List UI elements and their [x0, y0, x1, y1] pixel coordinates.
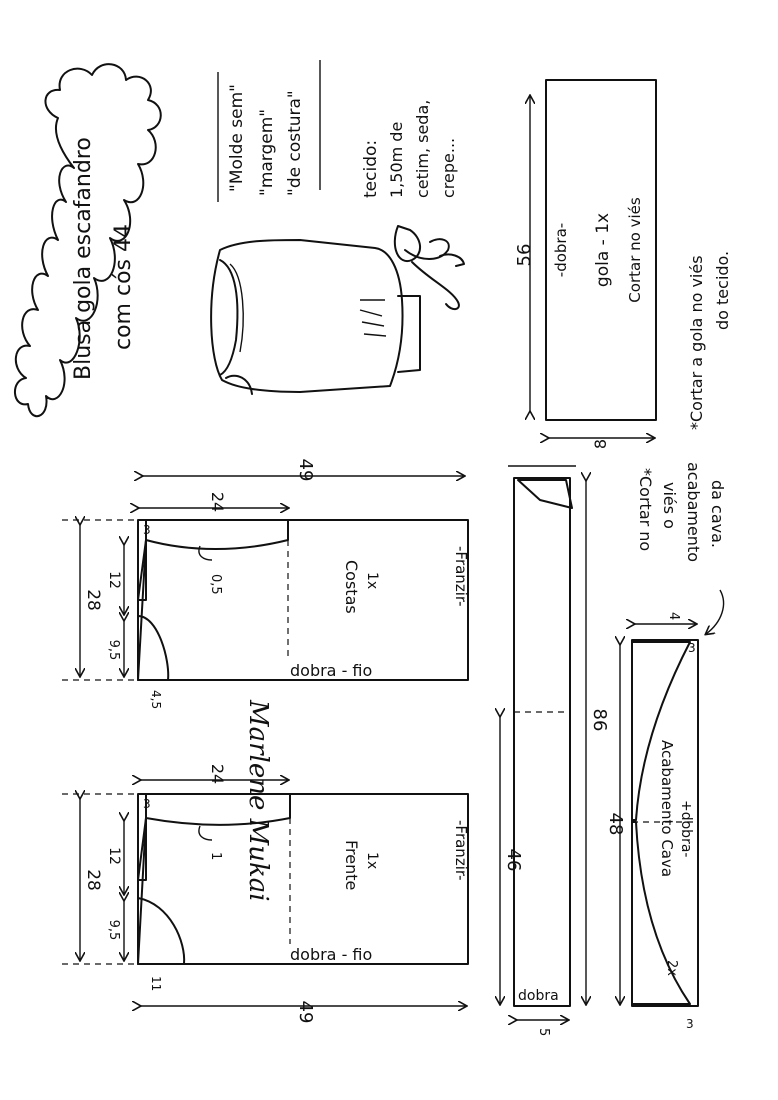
costas-height-label: 28 [83, 589, 103, 611]
cava-piece: 48 4 3 3 Acabamento Cava +dobra- 2x *Cor… [605, 462, 727, 1031]
tecido-qty: 1,50m de [387, 122, 406, 198]
cava-note-1: *Cortar no [636, 468, 655, 551]
gola-piece: 56 8 -dobra- gola - 1x Cortar no viés *C… [514, 79, 732, 449]
frente-name: Frente [342, 840, 361, 890]
frente-height-label: 28 [83, 869, 103, 891]
pattern-title: Blusa gola escafandro [71, 137, 96, 380]
costas-width-label: 49 [295, 459, 316, 482]
frente-hem-offset: 11 [149, 976, 163, 991]
frente-neck-drop: 3 [143, 797, 151, 811]
cos-length-label: 86 [589, 709, 610, 732]
frente-piece: 24 3 1 28 12 9,5 11 Frente 1x dobra - fi… [62, 764, 470, 1024]
cava-count-label: 2x [664, 960, 679, 976]
molde-note-2: "margem" [257, 109, 277, 196]
cava-note-4: da cava. [708, 480, 727, 548]
tecido-label: tecido: [361, 140, 381, 198]
costas-franzir: -Franzir- [452, 546, 470, 606]
frente-count: 1x [364, 852, 380, 869]
molde-note-1: "Molde sem" [227, 84, 247, 192]
frente-width-label: 49 [295, 1001, 316, 1024]
cava-edge-top: 3 [688, 641, 696, 655]
gola-cut-label: Cortar no viés [626, 197, 644, 303]
cava-length-label: 48 [605, 813, 626, 836]
costas-count: 1x [364, 572, 380, 589]
tecido-more: crepe... [439, 138, 458, 198]
gola-width-label: 56 [514, 244, 535, 267]
signature: Marlene Mukai [243, 699, 273, 902]
costas-curve-label: 0,5 [208, 574, 223, 595]
costas-arm-label: 12 [106, 571, 122, 589]
cos-dobra-label: dobra [518, 988, 559, 1004]
molde-note-3: "de costura" [285, 90, 305, 196]
cos-piece: 86 46 5 dobra [500, 465, 610, 1036]
cava-dobra-label: +dobra- [678, 800, 694, 857]
notes-block: "Molde sem" "margem" "de costura" tecido… [217, 60, 458, 202]
costas-shoulder-label: 24 [208, 492, 227, 512]
blouse-sketch [210, 225, 465, 395]
frente-franzir: -Franzir- [452, 820, 470, 880]
costas-name: Costas [342, 560, 361, 614]
cava-note-3: acabamento [684, 462, 703, 562]
tecido-types: cetim, seda, [413, 100, 432, 198]
costas-armhole-label: 9,5 [106, 640, 121, 661]
gola-dobra-label: -dobra- [552, 223, 570, 277]
signature-text: Marlene Mukai [243, 699, 273, 902]
gola-note-1: *Cortar a gola no viés [687, 255, 706, 430]
costas-dobra-fio: dobra - fio [290, 661, 372, 680]
gola-name-label: gola - 1x [593, 213, 613, 287]
costas-piece: 49 24 3 0,5 28 12 9,5 4,5 Costas 1x dobr… [62, 459, 470, 709]
cos-width-label: 5 [536, 1028, 551, 1036]
title-cloud: Blusa gola escafandro com cós 44 [14, 63, 162, 418]
costas-hem-offset: 4,5 [149, 690, 163, 709]
cava-edge-bottom: 3 [686, 1017, 694, 1031]
frente-armhole-label: 9,5 [106, 920, 121, 941]
gola-note-2: do tecido. [713, 251, 732, 330]
frente-shoulder-label: 24 [208, 764, 227, 784]
costas-neck-drop: 3 [143, 523, 151, 537]
gola-height-label: 8 [591, 439, 610, 449]
frente-arm-label: 12 [106, 847, 122, 865]
frente-dobra-fio: dobra - fio [290, 945, 372, 964]
cava-height-label: 4 [666, 612, 681, 620]
frente-curve-label: 1 [208, 852, 223, 860]
pattern-subtitle: com cós 44 [111, 224, 136, 350]
cava-name-label: Acabamento Cava [658, 740, 676, 877]
cava-note-2: viés o [660, 482, 679, 529]
cos-part-label: 46 [503, 849, 524, 872]
